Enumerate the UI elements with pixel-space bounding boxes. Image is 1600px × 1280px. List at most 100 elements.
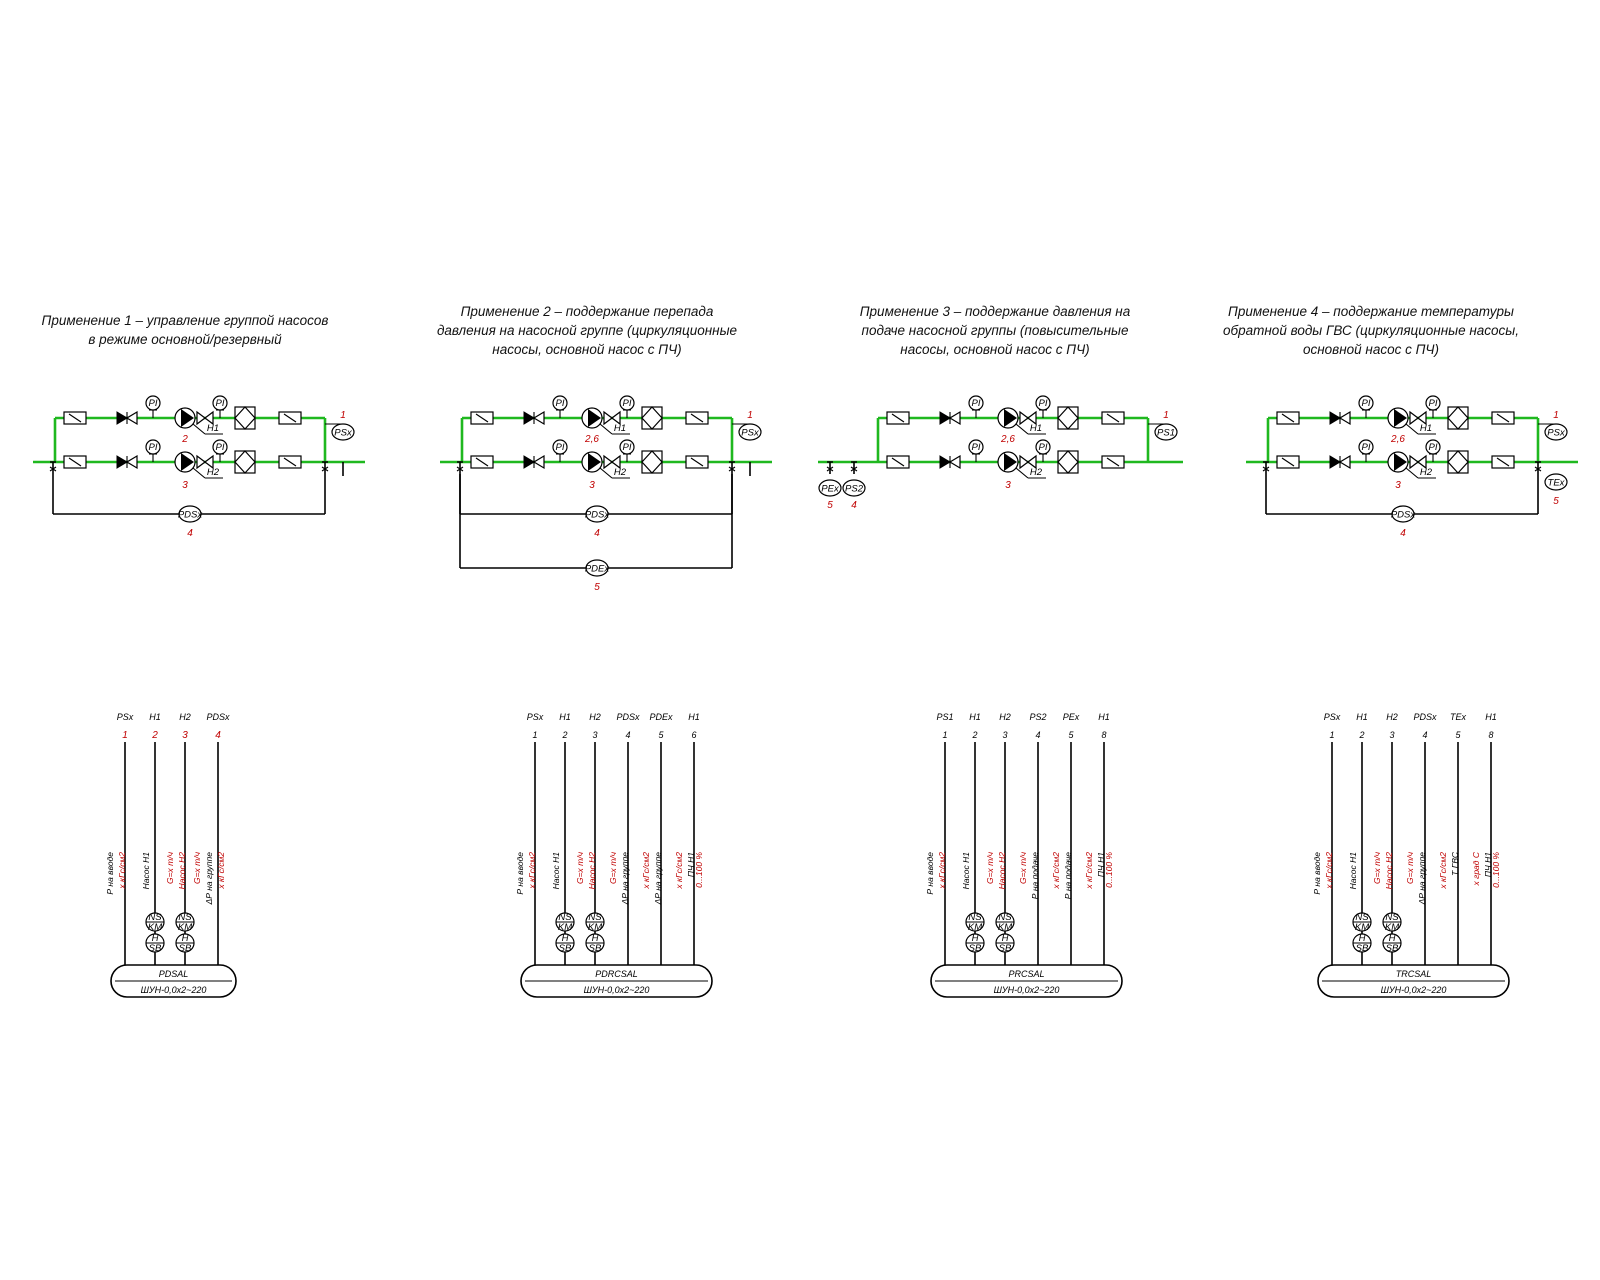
strainer-mesh [1281,413,1295,423]
left-sensor-number: 5 [827,500,833,511]
pump-h2-number: 3 [182,480,188,491]
wiring-range-note: 0...100 % [1104,852,1114,888]
sensor-tag: PDEx [585,564,611,575]
gate-valve-icon [1409,410,1427,426]
wiring-number: 2 [151,730,158,741]
sensor-number: 5 [1553,496,1559,507]
pump-icon [581,407,603,429]
gate-valve-body [1019,454,1037,470]
starter-label-ns: NS [148,912,162,923]
pump-arrow [1004,409,1017,427]
pump-callout: H2 [599,467,630,479]
check-valve-icon [523,410,545,426]
gate-valve-body [1409,454,1427,470]
wiring-range-note: 0...100 % [1491,852,1501,888]
valve-triangle-left [939,455,951,469]
tap-stem [457,461,463,474]
wiring-note: Т ГВС [1450,851,1460,876]
exchanger-diamond [1057,406,1079,430]
pump-name: H1 [1420,423,1432,434]
wiring-tag: PEx [1063,712,1080,722]
gauge-dial [619,395,635,411]
sensor-bubble [178,505,202,523]
wiring-note: G=x т/ч [192,851,202,884]
wiring-note: x кГс/см2 [641,852,651,890]
valve-triangle-left [939,411,951,425]
wiring-note: Насос H1 [551,852,561,890]
gauge-label: PI [149,398,158,409]
valve-triangle-right [1338,454,1351,470]
sensor-number: 1 [340,410,346,421]
pump-name: H2 [1420,467,1433,478]
wiring-note: G=x т/ч [165,851,175,884]
wiring-note: Насос H2 [1384,852,1394,890]
wiring-note: Р на вводе [1312,852,1322,895]
wiring-number: 8 [1488,730,1493,740]
valve-triangle-left [1329,455,1341,469]
pipe-tap-icon [728,461,736,474]
sensor-tag: PDSx [1391,510,1417,521]
sensor-bubble [842,479,866,497]
pump-h2-number: 3 [589,480,595,491]
valve-triangle-right [125,454,138,470]
wiring-number: 4 [625,730,630,740]
exchanger-diamond [1057,450,1079,474]
pump-arrow [1004,453,1017,471]
loop-number: 4 [1400,528,1406,539]
wiring-number: 4 [215,730,221,741]
wiring-tag: H2 [179,712,191,722]
wiring-range-note: 0...100 % [694,852,704,888]
wiring-tag: PDSx [616,712,640,722]
heat-exchanger-icon [641,450,663,474]
sensor-bubble-icon: PS2 [842,479,866,497]
gauge-dial [212,439,228,455]
pipe-tap-icon [321,461,329,474]
gauge-dial [552,439,568,455]
wiring-number: 4 [1035,730,1040,740]
starter-label-h: H [1389,933,1396,944]
starter-label-ns: NS [1385,912,1399,923]
wiring-note: ΔР на группе [620,852,630,906]
gauge-label: PI [1362,398,1371,409]
starter-label-sb: SB [149,943,162,954]
strainer-icon [1491,411,1515,425]
panel-name: PDRCSAL [595,969,638,979]
wiring-number: 5 [1455,730,1461,740]
gauge-label: PI [623,398,632,409]
strainer-icon [1491,455,1515,469]
strainer-mesh [1106,413,1120,423]
wiring-note: Насос H2 [997,852,1007,890]
pressure-gauge-icon: PI [1358,439,1374,462]
gauge-label: PI [1039,442,1048,453]
starter-label-km: KM [968,922,982,933]
gate-valve-body [1019,410,1037,426]
gate-valve-body [196,410,214,426]
sensor-bubble-icon: PDSx [1391,505,1417,523]
gauge-label: PI [216,398,225,409]
wiring-tag: PSx [117,712,134,722]
strainer-mesh [690,457,704,467]
callout-leader [1015,467,1029,479]
wiring-note: x град С [1471,851,1481,886]
gate-valve-icon [1409,454,1427,470]
pressure-gauge-icon: PI [552,439,568,462]
wiring-number: 2 [971,730,977,740]
pressure-gauge-icon: PI [1358,395,1374,418]
pressure-gauge-icon: PI [145,395,161,418]
diff-pressure-loop: PDSx 4 [1265,474,1539,539]
pipe-tap-icon [826,461,834,474]
strainer-icon [1101,455,1125,469]
gauge-dial [968,395,984,411]
wiring-number: 1 [532,730,537,740]
pump-arrow [181,453,194,471]
